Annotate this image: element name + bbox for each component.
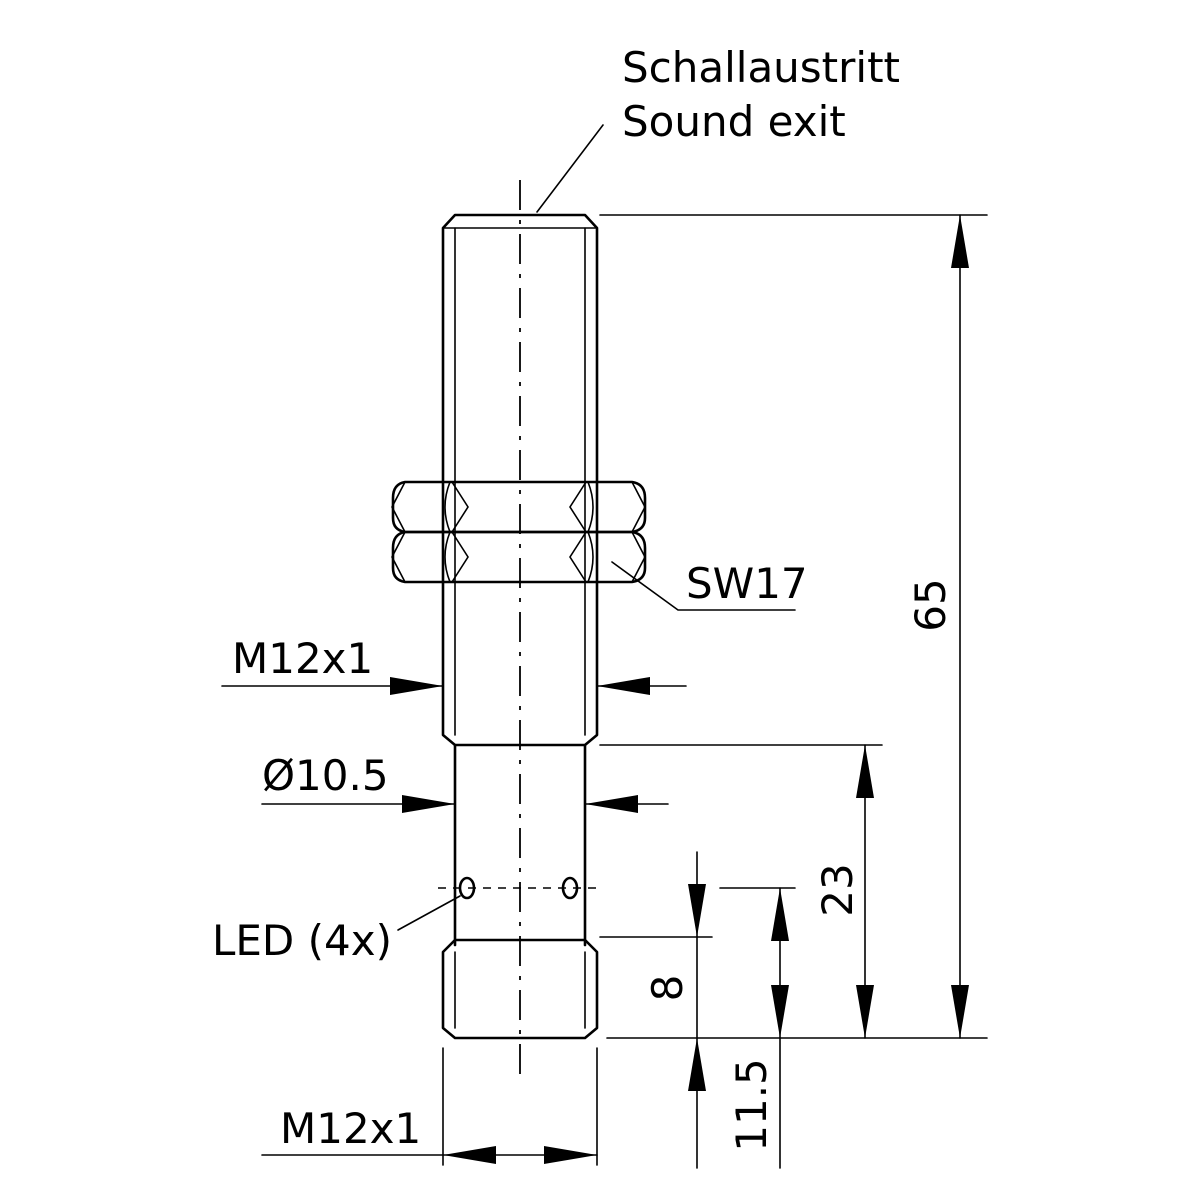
hex-nut-lower — [391, 530, 647, 584]
led-label: LED (4x) — [212, 916, 392, 965]
total-length-dimension — [951, 214, 969, 1039]
lower-connector-outline — [441, 938, 599, 1040]
diameter-dimension — [261, 795, 669, 813]
hex-nut-upper — [391, 480, 647, 534]
lower-thread-dimension — [261, 1047, 598, 1166]
reduced-section-outline — [453, 743, 587, 947]
led-to-tip-dimension — [771, 887, 789, 1169]
lower-thread-length-dimension — [688, 851, 706, 1169]
wrench-size-leader — [611, 561, 796, 611]
sound-exit-leader — [536, 124, 604, 213]
lower-thread-length-label: 8 — [643, 975, 692, 1002]
reduced-section-dimension — [856, 744, 874, 1039]
upper-thread-dimension — [221, 677, 687, 695]
upper-thread-label: M12x1 — [232, 634, 373, 683]
sensor-body — [438, 213, 600, 1040]
wrench-size-label: SW17 — [686, 559, 808, 608]
led-leader — [397, 895, 461, 931]
total-length-label: 65 — [906, 578, 955, 631]
sound-exit-label-de: Schallaustritt — [622, 43, 900, 92]
led-to-tip-label: 11.5 — [727, 1058, 776, 1152]
lower-thread-label: M12x1 — [280, 1104, 421, 1153]
sound-exit-label-en: Sound exit — [622, 97, 846, 146]
diameter-label: Ø10.5 — [262, 751, 389, 800]
reduced-section-label: 23 — [813, 863, 862, 916]
